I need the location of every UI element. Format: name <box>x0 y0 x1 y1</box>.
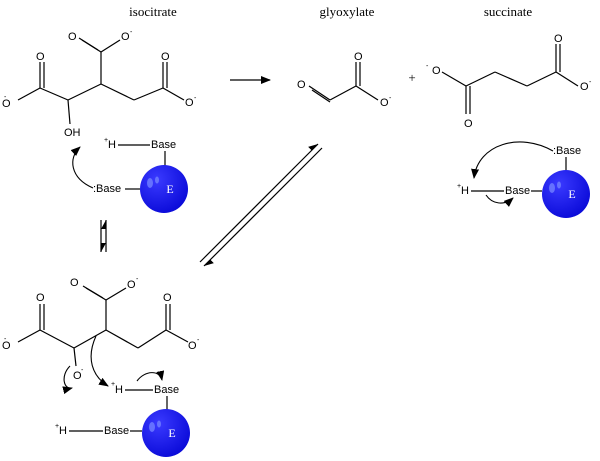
curly-arrow-4 <box>62 365 73 395</box>
base-lone-2: :Base <box>553 145 581 157</box>
isocitrate-hydroxyl: OH <box>64 127 81 139</box>
equilibrium-arrow-vertical <box>100 220 107 252</box>
isocitrate-charge-right: - <box>194 95 197 102</box>
plus-sign: + <box>408 70 415 85</box>
curly-arrow-2 <box>471 141 554 179</box>
succinate-charge-left: - <box>426 63 429 70</box>
enzyme-label-3: E <box>168 426 175 440</box>
intermediate-charge-left: - <box>4 336 7 343</box>
glyoxylate-o-carbonyl: O <box>354 51 363 63</box>
proton-h-3: H <box>115 384 123 396</box>
isocitrate-o-top-minus: O <box>121 31 130 43</box>
base-top-1: Base <box>151 139 176 151</box>
succinate-charge-right: - <box>589 79 592 86</box>
curly-arrow-6 <box>136 370 165 382</box>
glyoxylate-o-minus: O <box>380 97 389 109</box>
curly-arrow-5 <box>90 335 109 387</box>
base-bottom-2: Base <box>505 185 530 197</box>
isocitrate-o-left-minus: O <box>2 98 11 110</box>
h-plus-charge-2: + <box>457 183 461 190</box>
base-lone-1: :Base <box>93 183 121 195</box>
enzyme-1: E <box>140 165 188 213</box>
isocitrate-o-right-minus: O <box>185 97 194 109</box>
intermediate-o-top-minus: O <box>127 279 136 291</box>
enzyme-label-2: E <box>568 187 575 201</box>
enzyme-3: E <box>142 409 190 457</box>
h-plus-charge-3: + <box>111 381 115 388</box>
base-top-3: Base <box>154 384 179 396</box>
intermediate-charge-top: - <box>136 276 139 283</box>
isocitrate-structure <box>17 37 185 125</box>
intermediate-o-right-minus: O <box>188 340 197 352</box>
intermediate-charge-right: - <box>197 337 200 344</box>
h-plus-charge-4: + <box>55 423 59 430</box>
succinate-o-right: O <box>554 33 563 45</box>
isocitrate-label: isocitrate <box>129 4 177 19</box>
isocitrate-o-left: O <box>36 51 45 63</box>
intermediate-o-left: O <box>36 292 45 304</box>
proton-h-2: H <box>461 185 469 197</box>
glyoxylate-label: glyoxylate <box>320 4 375 19</box>
succinate-o-left: O <box>464 118 473 130</box>
enzyme-label-1: E <box>166 182 173 196</box>
isocitrate-o-right: O <box>161 51 170 63</box>
succinate-structure <box>441 44 579 114</box>
intermediate-o-top: O <box>70 277 79 289</box>
proton-h-1: H <box>108 139 116 151</box>
intermediate-o-right: O <box>163 292 172 304</box>
succinate-label: succinate <box>484 4 533 19</box>
alkoxide-charge: - <box>81 367 84 374</box>
isocitrate-charge-top: - <box>130 29 133 36</box>
curly-arrow-1 <box>70 146 94 189</box>
base-bottom-4: Base <box>104 425 129 437</box>
curly-arrow-3 <box>485 194 514 207</box>
isocitrate-charge-left: - <box>4 94 7 101</box>
succinate-o-left-minus: O <box>432 65 441 77</box>
alkoxide-oxygen: O <box>73 370 82 382</box>
alkoxide-intermediate-structure <box>17 285 189 367</box>
proton-h-4: H <box>59 425 67 437</box>
glyoxylate-structure <box>308 62 379 103</box>
intermediate-o-left-minus: O <box>2 340 11 352</box>
succinate-o-right-minus: O <box>580 81 589 93</box>
glyoxylate-charge: - <box>389 95 392 102</box>
enzyme-2: E <box>542 170 590 218</box>
isocitrate-o-top: O <box>68 31 77 43</box>
glyoxylate-o-aldehyde: O <box>297 79 306 91</box>
h-plus-charge-1: + <box>104 137 108 144</box>
equilibrium-arrow-diagonal <box>199 143 323 267</box>
